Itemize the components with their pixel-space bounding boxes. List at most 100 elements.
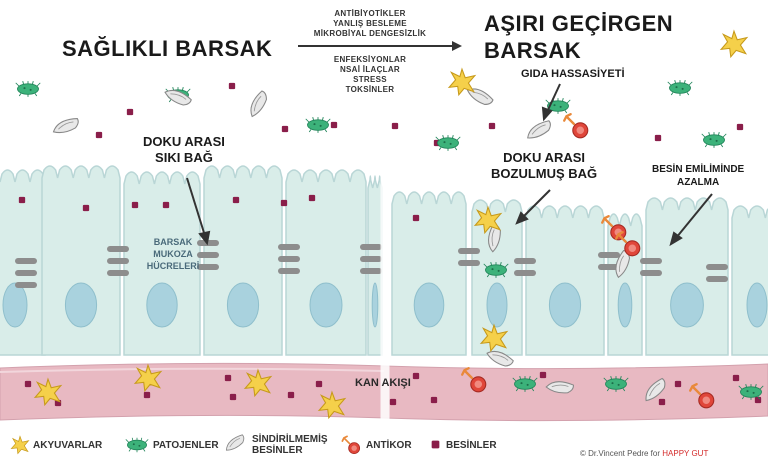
inflammatory-cell: [448, 68, 476, 96]
tight-junction: [197, 264, 219, 270]
inflammatory-cell: [720, 30, 748, 58]
undigested-food: [50, 117, 81, 135]
tight-junctions: [15, 240, 728, 288]
cause-item: YANLIŞ BESLEME: [333, 19, 407, 28]
broken-junction: [706, 264, 728, 270]
mucosa-cell: [731, 205, 768, 356]
nutrient-particle: [391, 122, 399, 130]
tight-junction: [278, 268, 300, 274]
tight-junction: [15, 258, 37, 264]
cause-item: NSAİ İLAÇLAR: [339, 65, 401, 74]
nutrient-particle: [143, 391, 151, 399]
label-broken-junction-line2: BOZULMUŞ BAĞ: [491, 166, 598, 181]
pathogen: [667, 79, 693, 97]
label-cells-line: HÜCRELERİ: [146, 261, 200, 271]
cell-nucleus: [371, 282, 379, 328]
broken-junction: [458, 260, 480, 266]
undigested-food: [523, 119, 555, 141]
label-mucosa-cells: BARSAK MUKOZA HÜCRELERİ: [138, 236, 208, 272]
nutrient-particle: [539, 371, 547, 379]
credit-brand: HAPPY GUT: [662, 449, 709, 458]
label-broken-junction: DOKU ARASI BOZULMUŞ BAĞ: [491, 150, 597, 182]
nutrient-particle: [287, 391, 295, 399]
cell-nucleus: [746, 282, 768, 328]
intestinal-cells: [0, 165, 768, 356]
nutrient-particle: [18, 196, 26, 204]
nutrient-particle: [330, 121, 338, 129]
mucosa-cell: [391, 191, 467, 356]
mucosa-cell: [525, 205, 605, 356]
legend-antibody-icon: [341, 435, 361, 455]
tight-junction: [360, 268, 382, 274]
label-food-sensitivity: GIDA HASSASİYETİ: [521, 68, 625, 80]
label-absorption-line1: BESİN EMİLİMİNDE: [652, 164, 745, 175]
mucosa-cell: [471, 199, 523, 356]
nutrient-particle: [95, 131, 103, 139]
credit-prefix: © Dr.Vincent Pedre for: [580, 449, 661, 458]
cell-body: [41, 165, 121, 356]
cell-body: [367, 175, 383, 356]
nutrient-particle: [736, 123, 744, 131]
legend-pathogen-icon: [125, 437, 149, 453]
label-bloodstream: KAN AKIŞI: [355, 377, 411, 389]
nutrient-particle: [229, 393, 237, 401]
cell-nucleus: [413, 282, 445, 328]
broken-junction: [598, 264, 620, 270]
tight-junction: [278, 244, 300, 250]
arrow-food-sensitivity-icon: [541, 83, 561, 122]
tight-junction: [15, 282, 37, 288]
broken-junction: [640, 258, 662, 264]
legend-undigested-line2: BESİNLER: [252, 445, 303, 456]
title-leaky-gut-line1: AŞIRI GEÇİRGEN: [484, 11, 674, 36]
pathogen: [305, 116, 331, 134]
legend-antibody-label: ANTİKOR: [366, 440, 412, 451]
tight-junction: [15, 270, 37, 276]
cell-body: [391, 191, 467, 356]
mucosa-cell: [203, 165, 283, 356]
mucosa-cell: [645, 197, 729, 356]
nutrient-particle: [412, 214, 420, 222]
label-cells-line: BARSAK: [153, 237, 193, 247]
cause-item: ENFEKSİYONLAR: [333, 55, 407, 64]
tight-junction: [107, 270, 129, 276]
legend-pathogen-label: PATOJENLER: [153, 440, 219, 451]
nutrient-particle: [162, 201, 170, 209]
blood-highlight: [0, 367, 385, 373]
tight-junction: [107, 246, 129, 252]
nutrient-particle: [430, 396, 438, 404]
broken-junction: [514, 258, 536, 264]
credit-text: © Dr.Vincent Pedre for HAPPY GUT: [580, 449, 708, 458]
pathogen: [15, 80, 41, 98]
label-reduced-absorption: BESİN EMİLİMİNDE AZALMA: [652, 163, 744, 189]
cell-body: [123, 171, 201, 356]
title-healthy-gut: SAĞLIKLI BARSAK: [62, 36, 273, 61]
cell-body: [731, 205, 768, 356]
cause-item: TOKSİNLER: [345, 85, 395, 94]
nutrient-particle: [654, 134, 662, 142]
broken-junction: [514, 270, 536, 276]
mucosa-cell: [367, 175, 383, 356]
mucosa-cell: [123, 171, 201, 356]
cause-item: MİKROBİYAL DENGESİZLİK: [313, 29, 427, 38]
antibody: [563, 113, 589, 139]
broken-junction: [598, 252, 620, 258]
broken-junction: [458, 248, 480, 254]
label-tight-junction-line2: SIKI BAĞ: [155, 150, 213, 165]
nutrient-particle: [82, 204, 90, 212]
pathogen: [435, 134, 461, 152]
cell-nucleus: [2, 282, 28, 328]
tight-junction: [360, 256, 382, 262]
nutrient-particle: [131, 201, 139, 209]
broken-junction: [640, 270, 662, 276]
legend-food-icon: [222, 433, 248, 453]
pointer-arrows: [186, 83, 713, 247]
tight-junction: [107, 258, 129, 264]
arrow-absorption-icon: [669, 193, 713, 247]
nutrient-particle: [126, 108, 134, 116]
tight-junction: [197, 252, 219, 258]
title-leaky-gut: AŞIRI GEÇİRGEN BARSAK: [484, 10, 673, 64]
cell-nucleus: [146, 282, 178, 328]
cell-body: [471, 199, 523, 356]
title-leaky-gut-line2: BARSAK: [484, 38, 582, 63]
